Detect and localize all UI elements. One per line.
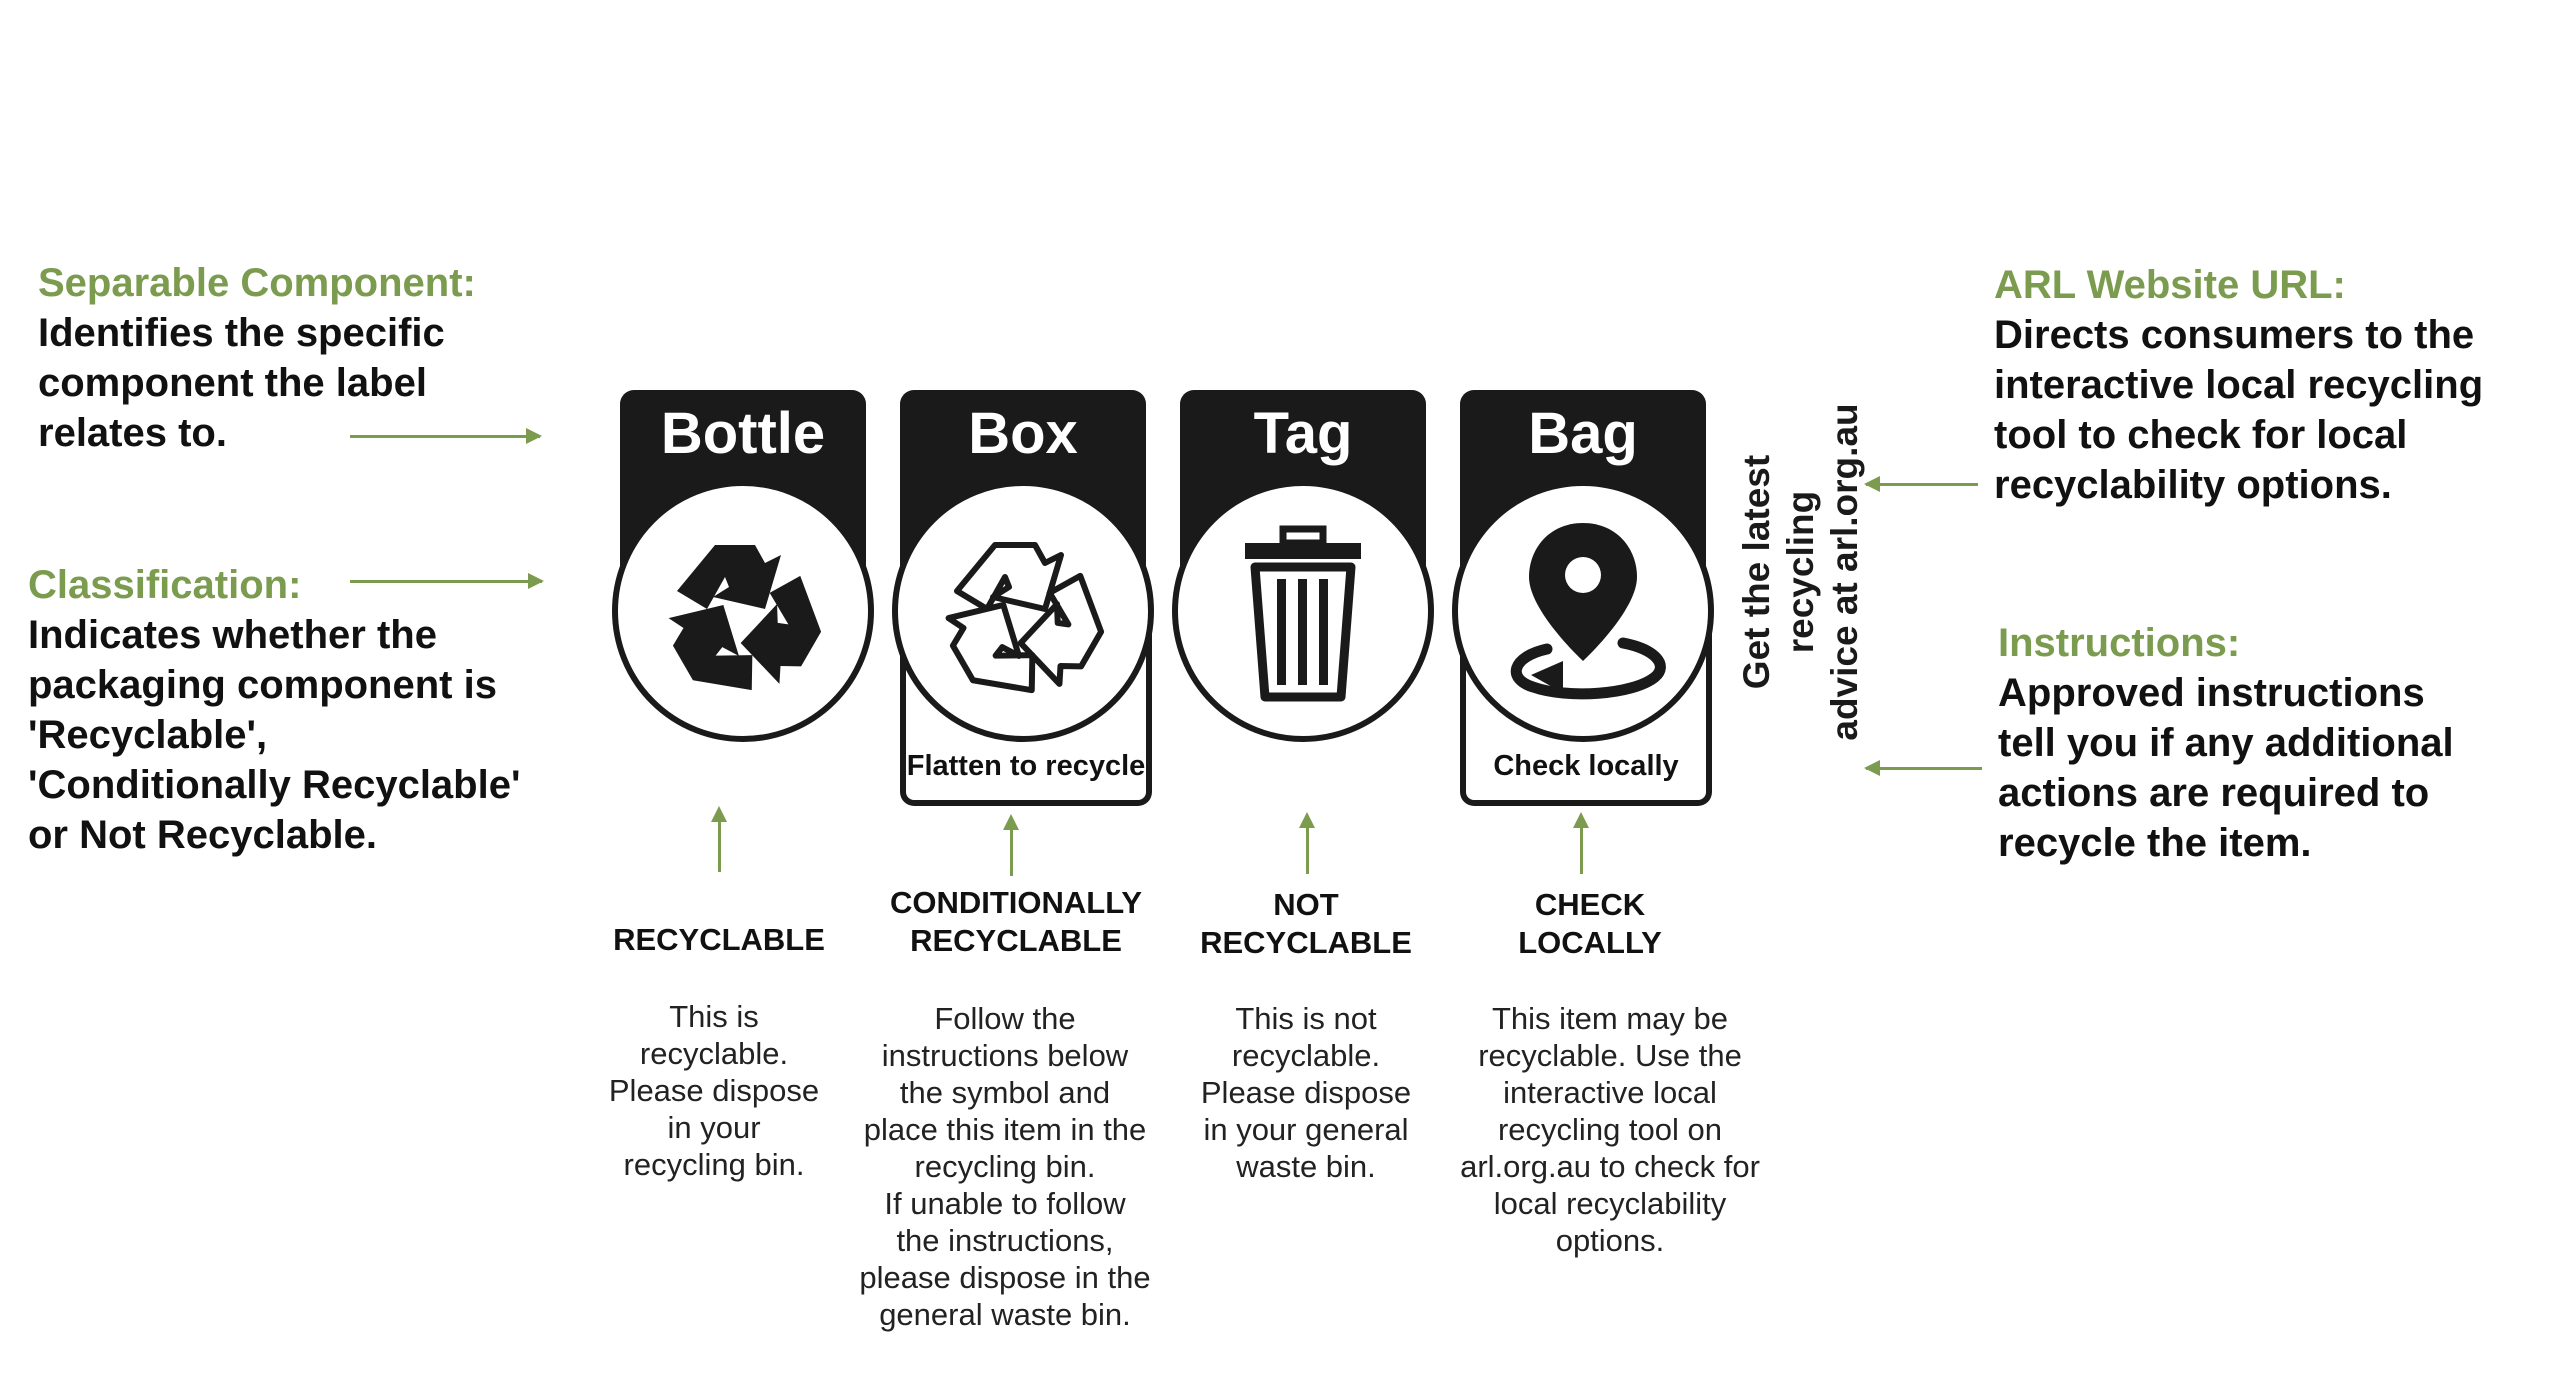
description-conditionally-recyclable: Follow the instructions below the symbol…	[859, 1001, 1151, 1332]
classification-not-recyclable: NOT RECYCLABLE	[1200, 887, 1412, 960]
url-line-1: Get the latest recycling	[1736, 454, 1821, 690]
instruction-text: Flatten to recycle	[906, 750, 1146, 782]
arrow-classification	[350, 573, 544, 589]
classification-conditionally-recyclable: CONDITIONALLY RECYCLABLE	[889, 885, 1143, 958]
url-line-2: advice at arl.org.au	[1824, 403, 1865, 741]
classification-recyclable: RECYCLABLE	[613, 922, 825, 957]
component-name: Tag	[1253, 401, 1353, 466]
arrow-instructions	[1864, 760, 1982, 776]
annotation-body: Identifies the specific component the la…	[38, 311, 445, 455]
classification-check-locally: CHECK LOCALLY	[1518, 887, 1662, 960]
annotation-body: Approved instructions tell you if any ad…	[1998, 671, 2454, 865]
annotation-classification: Classification: Indicates whether the pa…	[28, 560, 588, 860]
description-not-recyclable: This is not recyclable. Please dispose i…	[1200, 1001, 1412, 1184]
arrow-separable-component	[350, 428, 542, 444]
component-name: Bottle	[660, 401, 826, 466]
arrow-url	[1864, 476, 1978, 492]
trash-bin-icon	[1245, 525, 1361, 702]
arrow-not-recyclable	[1299, 812, 1315, 874]
annotation-title: Classification:	[28, 563, 302, 607]
description-recyclable: This is recyclable. Please dispose in yo…	[608, 999, 820, 1182]
annotation-instructions: Instructions: Approved instructions tell…	[1998, 618, 2538, 868]
recycle-outline-icon	[923, 511, 1123, 711]
description-check-locally: This item may be recyclable. Use the int…	[1460, 1001, 1760, 1258]
icon-circle	[612, 480, 874, 742]
annotation-body: Indicates whether the packaging componen…	[28, 613, 521, 857]
component-name: Bag	[1528, 401, 1638, 466]
annotation-separable-component: Separable Component: Identifies the spec…	[38, 258, 558, 458]
icon-circle	[1452, 480, 1714, 742]
arrow-conditionally-recyclable	[1003, 814, 1019, 876]
annotation-title: ARL Website URL:	[1994, 263, 2346, 307]
arrow-check-locally	[1573, 812, 1589, 874]
annotation-title: Instructions:	[1998, 621, 2241, 665]
website-url-text: Get the latest recycling advice at arl.o…	[1735, 392, 1865, 752]
instruction-text: Check locally	[1493, 750, 1679, 782]
annotation-body: Directs consumers to the interactive loc…	[1994, 313, 2484, 507]
recycle-solid-icon	[659, 545, 841, 711]
annotation-title: Separable Component:	[38, 261, 476, 305]
arrow-recyclable	[711, 806, 727, 872]
location-pin-icon	[1510, 523, 1666, 700]
icon-circle	[892, 480, 1154, 742]
icon-circle	[1172, 480, 1434, 742]
annotation-url: ARL Website URL: Directs consumers to th…	[1994, 260, 2554, 510]
component-name: Box	[968, 401, 1078, 466]
